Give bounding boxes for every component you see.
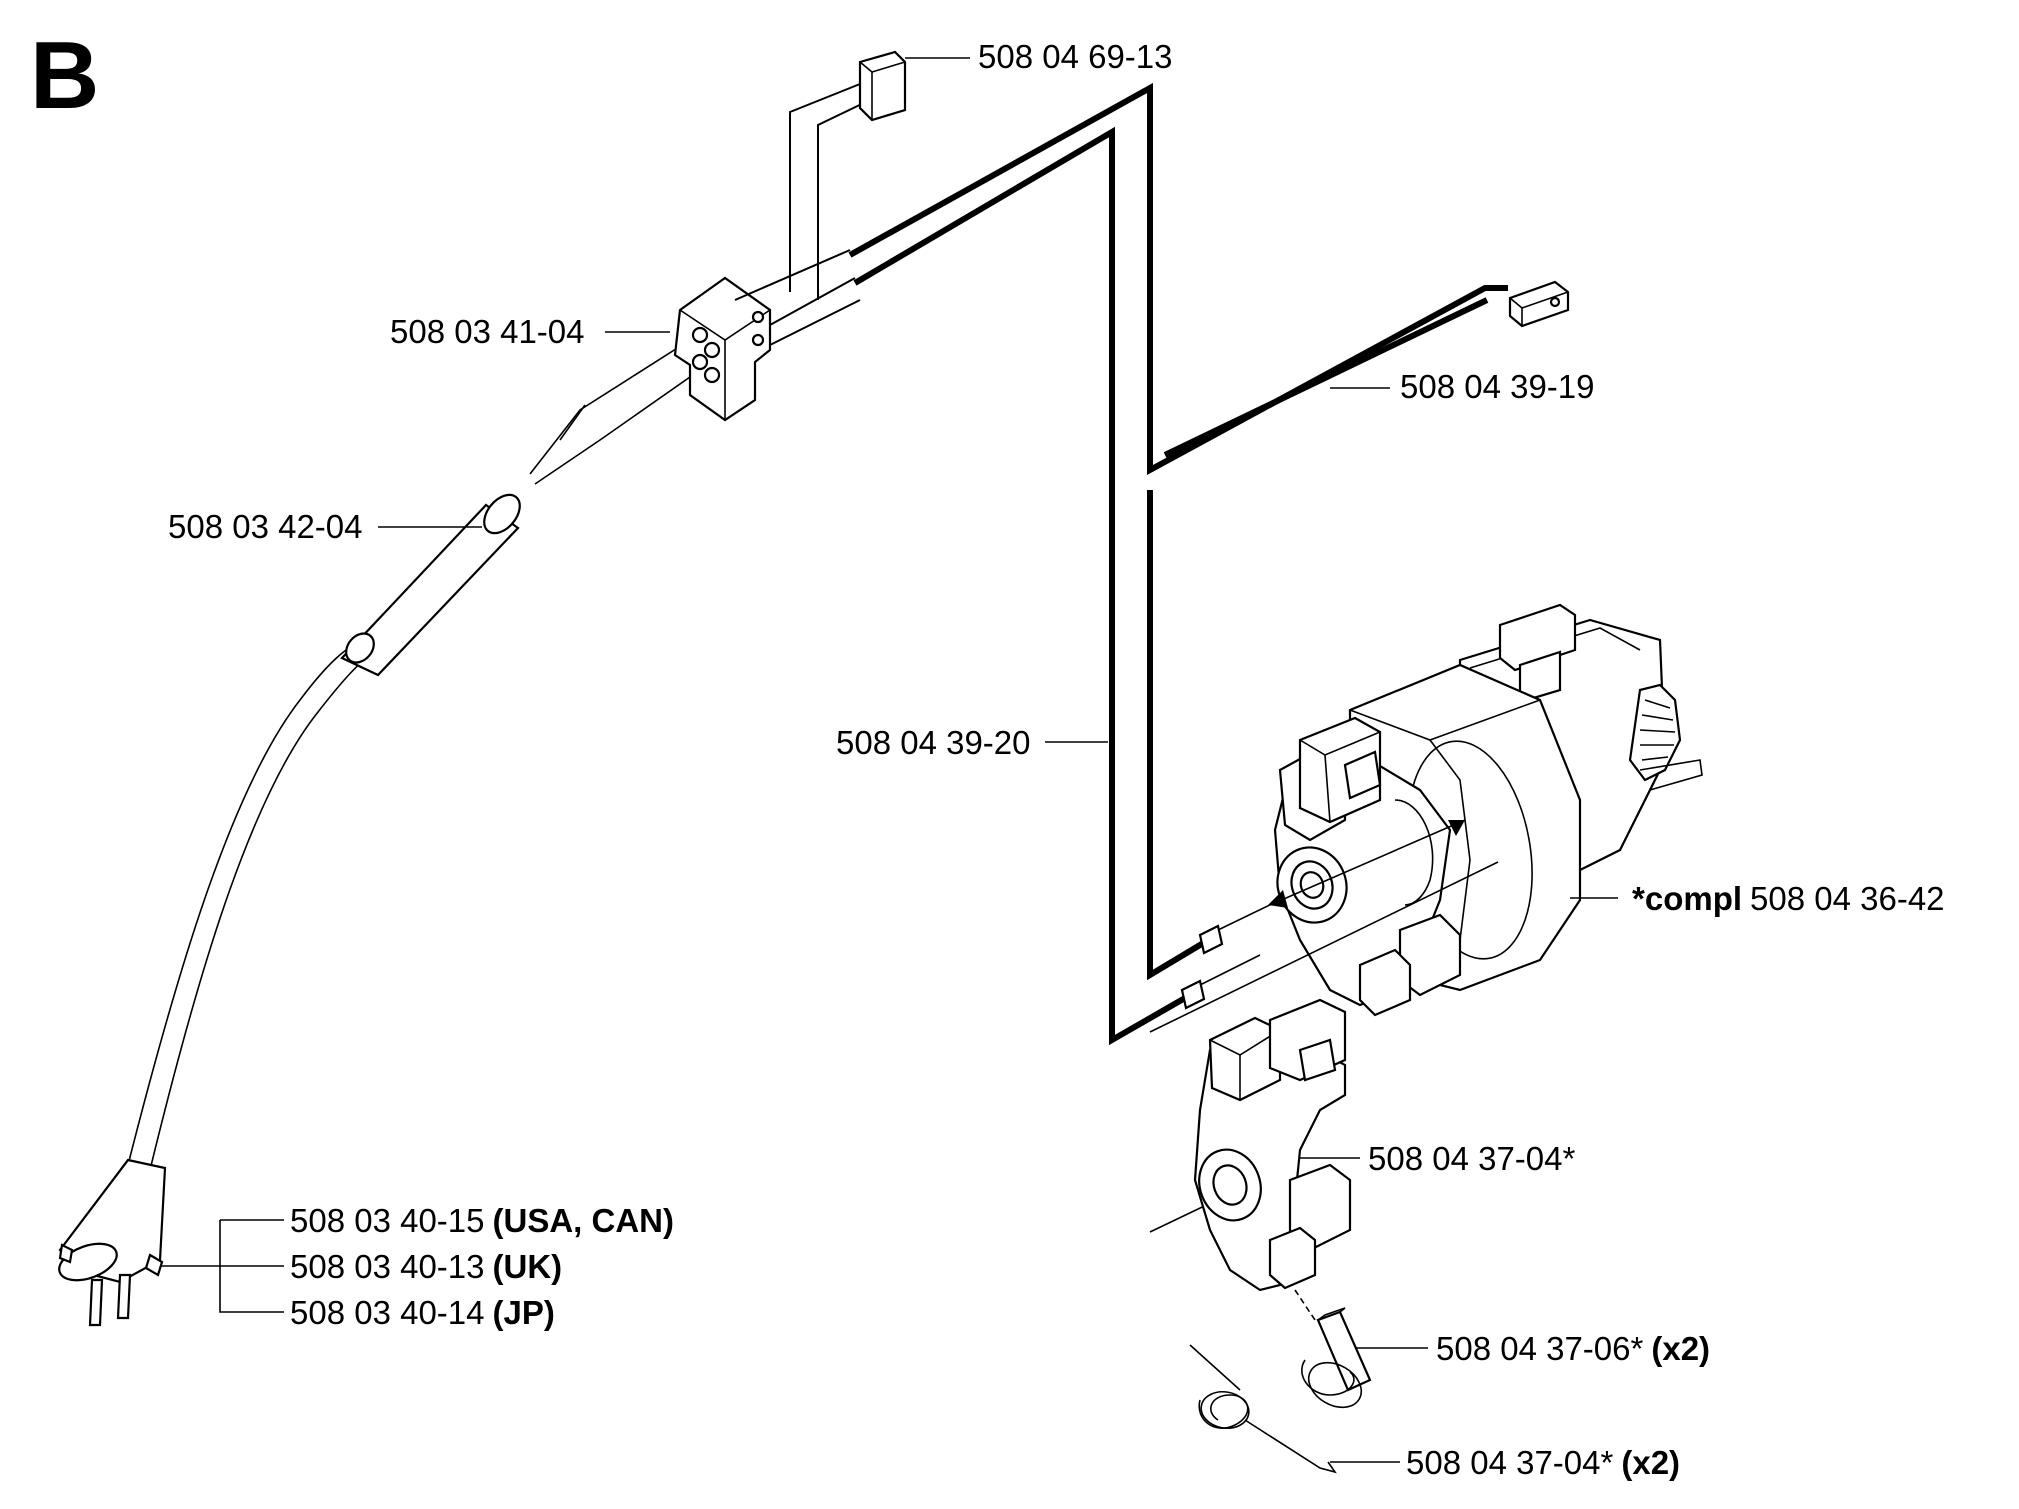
label-motor-part: 508 04 36-42 (1750, 880, 1945, 917)
brush (1301, 1307, 1372, 1409)
label-cable-center: 508 04 39-20 (836, 724, 1031, 761)
label-brush-suffix: (x2) (1651, 1330, 1710, 1367)
label-plug-usa-part: 508 03 40-15 (290, 1202, 485, 1239)
label-plug-uk-part: 508 03 40-13 (290, 1248, 485, 1285)
switch (673, 276, 772, 422)
label-spring-part: 508 04 37-04* (1406, 1444, 1614, 1481)
brush-holder (1149, 861, 1499, 1321)
top-connector (858, 50, 907, 122)
leader-lines (160, 57, 1618, 1463)
label-brush-part: 508 04 37-06* (1436, 1330, 1644, 1367)
power-cord (127, 339, 701, 1171)
label-plug-jp-part: 508 03 40-14 (290, 1294, 485, 1331)
label-connector-top: 508 04 69-13 (978, 38, 1173, 75)
spring (1189, 1344, 1337, 1474)
label-plug-uk-suffix: (UK) (493, 1248, 563, 1285)
label-plug-jp-suffix: (JP) (493, 1294, 555, 1331)
motor (1268, 603, 1703, 1017)
label-switch: 508 03 41-04 (390, 313, 585, 350)
label-cable-sleeve: 508 03 42-04 (168, 508, 363, 545)
connector-wires (789, 79, 871, 300)
label-cable-right: 508 04 39-19 (1400, 368, 1595, 405)
section-letter: B (30, 22, 99, 129)
label-plug-jp: 508 03 40-14(JP) (290, 1294, 555, 1331)
right-connector (1508, 280, 1570, 328)
label-spring-suffix: (x2) (1621, 1444, 1680, 1481)
plug (58, 1158, 167, 1327)
label-brush: 508 04 37-06*(x2) (1436, 1330, 1710, 1367)
label-brush-holder: 508 04 37-04* (1368, 1140, 1576, 1177)
label-spring: 508 04 37-04*(x2) (1406, 1444, 1680, 1481)
label-plug-usa: 508 03 40-15(USA, CAN) (290, 1202, 674, 1239)
label-plug-usa-suffix: (USA, CAN) (493, 1202, 674, 1239)
label-plug-uk: 508 03 40-13(UK) (290, 1248, 562, 1285)
wire-terminals (1180, 899, 1281, 1010)
main-cables (734, 82, 1508, 1046)
label-motor-prefix: *compl (1632, 880, 1742, 917)
